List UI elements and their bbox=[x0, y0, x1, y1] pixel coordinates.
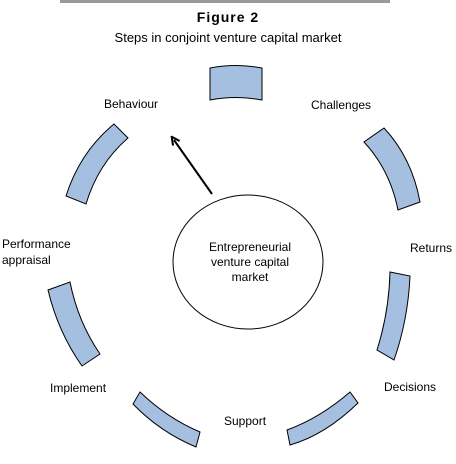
cycle-segment-top bbox=[209, 65, 263, 101]
label-performance-appraisal: Performance appraisal bbox=[2, 236, 71, 268]
figure-number: Figure 2 bbox=[196, 9, 260, 25]
cycle-segment-behaviour bbox=[65, 123, 129, 205]
center-label-line2: venture capital bbox=[210, 255, 290, 269]
center-label-line1: Entrepreneurial bbox=[208, 240, 292, 254]
arrow bbox=[174, 140, 213, 195]
label-performance-line2: appraisal bbox=[2, 253, 51, 267]
cycle-segment-support bbox=[132, 391, 201, 448]
center-label-line3: market bbox=[231, 270, 269, 284]
label-decisions: Decisions bbox=[384, 380, 437, 394]
label-challenges: Challenges bbox=[311, 98, 372, 112]
cycle-segment-decisions bbox=[286, 391, 359, 446]
cycle-segment-returns bbox=[376, 271, 411, 361]
label-support: Support bbox=[224, 414, 267, 428]
cycle-segment-implement bbox=[47, 281, 101, 367]
label-returns: Returns bbox=[410, 241, 453, 255]
label-implement: Implement bbox=[50, 381, 107, 395]
figure-title: Steps in conjoint venture capital market bbox=[114, 30, 342, 45]
label-performance-line1: Performance bbox=[2, 237, 71, 251]
label-behaviour: Behaviour bbox=[104, 97, 159, 111]
top-rule bbox=[60, 0, 390, 3]
cycle-segment-challenges bbox=[363, 127, 421, 211]
center-circle bbox=[172, 194, 324, 330]
center-label: Entrepreneurial venture capital market bbox=[180, 240, 320, 285]
